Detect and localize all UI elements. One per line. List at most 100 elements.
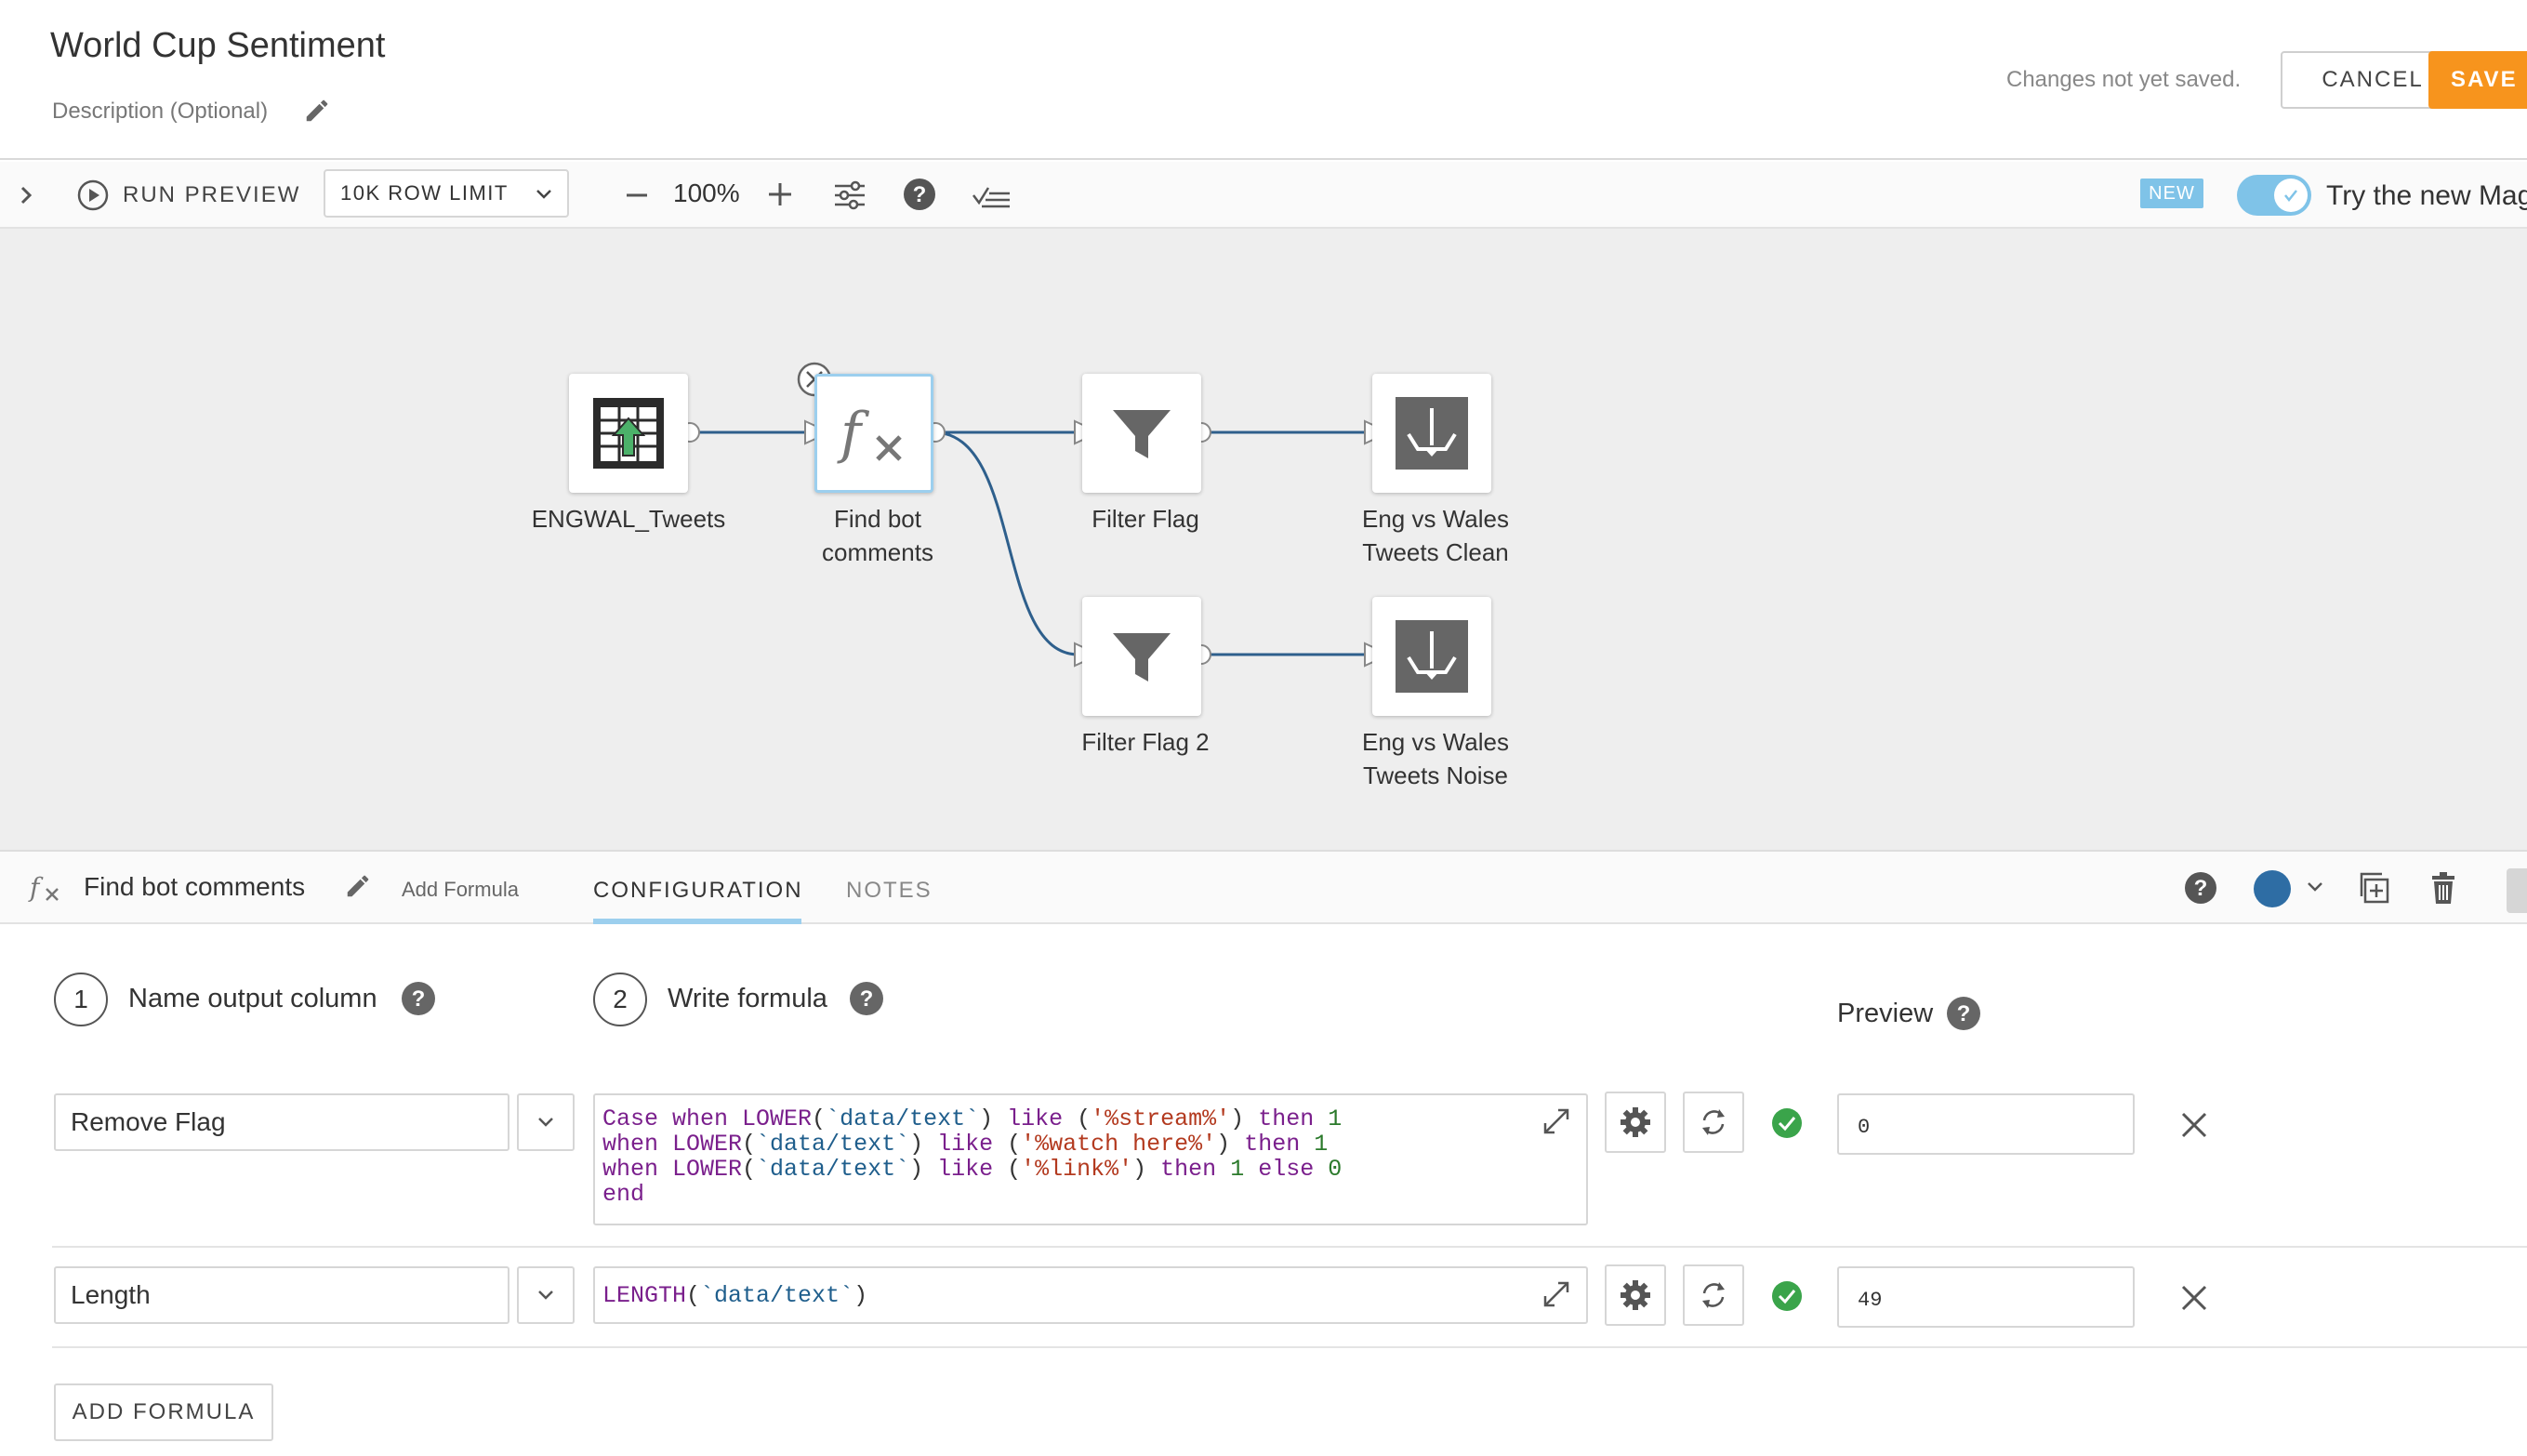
link-formula-to-filter2: [933, 430, 1079, 656]
toolbar: RUN PREVIEW 10K ROW LIMIT 100% ? NEW: [0, 162, 2527, 229]
svg-text:?: ?: [1957, 1001, 1971, 1026]
node-filter-flag-2[interactable]: [1082, 597, 1201, 716]
preview-value: 49: [1837, 1266, 2135, 1328]
node-output-noise[interactable]: [1372, 597, 1491, 716]
save-status: Changes not yet saved.: [2006, 67, 2242, 92]
node-find-bot-comments[interactable]: f: [814, 374, 933, 493]
help-icon[interactable]: ?: [1945, 995, 1982, 1032]
node-name[interactable]: Find bot comments: [84, 872, 306, 901]
formula-line: LENGTH(`data/text`): [602, 1282, 868, 1309]
help-icon[interactable]: ?: [2183, 870, 2218, 906]
node-label-line: comments: [822, 538, 933, 566]
node-engwal-tweets[interactable]: [569, 374, 688, 493]
tab-configuration[interactable]: CONFIGURATION: [593, 878, 803, 903]
svg-text:?: ?: [412, 986, 426, 1012]
step-label-name-output: Name output column: [128, 984, 377, 1013]
column-name-dropdown[interactable]: [517, 1266, 575, 1324]
expand-icon[interactable]: [1540, 1105, 1573, 1138]
check-icon: [2284, 190, 2297, 203]
node-label-line: Find bot: [834, 505, 921, 533]
formula-line: Case when LOWER(`data/text`) like ('%str…: [602, 1105, 1343, 1132]
zoom-level: 100%: [673, 179, 740, 207]
toggle-knob: [2274, 179, 2308, 212]
step-label-write-formula: Write formula: [668, 984, 827, 1013]
page-title[interactable]: World Cup Sentiment: [50, 26, 386, 65]
node-label-line: Tweets Clean: [1362, 538, 1509, 566]
output-icon: [1396, 397, 1468, 470]
formula-settings-button[interactable]: [1605, 1092, 1666, 1153]
refresh-icon: [1702, 1109, 1725, 1135]
duplicate-icon[interactable]: [2356, 870, 2391, 906]
preview-value: 0: [1837, 1093, 2135, 1155]
tab-notes[interactable]: NOTES: [846, 878, 933, 903]
formula-line: end: [602, 1181, 645, 1208]
chevron-down-icon: [538, 1291, 553, 1300]
trash-icon[interactable]: [2428, 870, 2458, 906]
refresh-button[interactable]: [1683, 1092, 1744, 1153]
expand-icon[interactable]: [1540, 1277, 1573, 1311]
output-icon: [1396, 620, 1468, 693]
filter-icon: [1113, 633, 1171, 682]
row-divider: [52, 1246, 2527, 1248]
formula-editor[interactable]: Case when LOWER(`data/text`) like ('%str…: [593, 1093, 1588, 1225]
chevron-right-icon[interactable]: [15, 182, 37, 208]
step-number: 1: [54, 973, 108, 1026]
checklist-icon[interactable]: [971, 180, 1012, 210]
help-icon[interactable]: ?: [902, 177, 937, 212]
svg-text:?: ?: [860, 986, 874, 1012]
formula-line: when LOWER(`data/text`) like ('%watch he…: [602, 1131, 1329, 1158]
gear-icon: [1621, 1280, 1650, 1310]
active-tab-indicator: [593, 919, 801, 924]
column-name-dropdown[interactable]: [517, 1093, 575, 1151]
formula-editor[interactable]: LENGTH(`data/text`): [593, 1266, 1588, 1324]
description-field[interactable]: Description (Optional): [52, 99, 269, 124]
refresh-icon: [1702, 1282, 1725, 1308]
node-label-line: Filter Flag: [1092, 505, 1199, 533]
save-button[interactable]: SAVE: [2428, 51, 2527, 109]
svg-text:?: ?: [2194, 876, 2208, 901]
node-label-line: ENGWAL_Tweets: [531, 505, 726, 533]
zoom-out-icon[interactable]: [621, 180, 653, 210]
help-icon[interactable]: ?: [400, 980, 437, 1017]
add-formula-button[interactable]: ADD FORMULA: [54, 1383, 273, 1441]
new-experience-toggle[interactable]: [2237, 175, 2311, 216]
help-icon[interactable]: ?: [848, 980, 885, 1017]
row-limit-label: 10K ROW LIMIT: [340, 181, 509, 205]
node-filter-flag[interactable]: [1082, 374, 1201, 493]
filter-icon: [1113, 410, 1171, 458]
formula-settings-button[interactable]: [1605, 1264, 1666, 1326]
output-column-name-input[interactable]: [54, 1093, 509, 1151]
node-label: Eng vs Wales Tweets Noise: [1305, 725, 1566, 792]
node-label: Filter Flag 2: [1015, 725, 1276, 759]
node-label: Find bot comments: [748, 502, 1008, 569]
play-icon: [77, 179, 109, 211]
remove-formula-icon[interactable]: [2177, 1108, 2211, 1142]
refresh-button[interactable]: [1683, 1264, 1744, 1326]
node-label: Filter Flag: [1015, 502, 1276, 536]
remove-formula-icon[interactable]: [2177, 1281, 2211, 1315]
pencil-icon[interactable]: [344, 872, 372, 900]
zoom-in-icon[interactable]: [764, 179, 796, 210]
panel-expand-button[interactable]: [2507, 868, 2527, 913]
node-label-line: Filter Flag 2: [1081, 728, 1210, 756]
node-label-line: Tweets Noise: [1362, 761, 1509, 789]
chevron-down-icon: [538, 1118, 553, 1127]
run-preview-button[interactable]: RUN PREVIEW: [76, 175, 300, 216]
row-limit-dropdown[interactable]: 10K ROW LIMIT: [324, 169, 569, 218]
step-number: 2: [593, 973, 647, 1026]
node-label-line: Eng vs Wales: [1362, 505, 1509, 533]
output-column-name-input[interactable]: [54, 1266, 509, 1324]
run-preview-label: RUN PREVIEW: [123, 182, 301, 207]
node-label: Eng vs Wales Tweets Clean: [1305, 502, 1566, 569]
chevron-down-icon[interactable]: [2306, 880, 2324, 894]
sliders-icon[interactable]: [831, 179, 868, 212]
header: World Cup Sentiment Description (Optiona…: [0, 0, 2527, 160]
node-color-picker[interactable]: [2254, 870, 2291, 907]
node-label-line: Eng vs Wales: [1362, 728, 1509, 756]
node-label: ENGWAL_Tweets: [498, 502, 759, 536]
formula-icon: f: [28, 872, 59, 903]
flow-canvas[interactable]: ENGWAL_Tweets f Find bot comments Filter…: [0, 229, 2527, 850]
node-output-clean[interactable]: [1372, 374, 1491, 493]
add-formula-link[interactable]: Add Formula: [402, 878, 519, 901]
pencil-icon[interactable]: [303, 97, 331, 125]
